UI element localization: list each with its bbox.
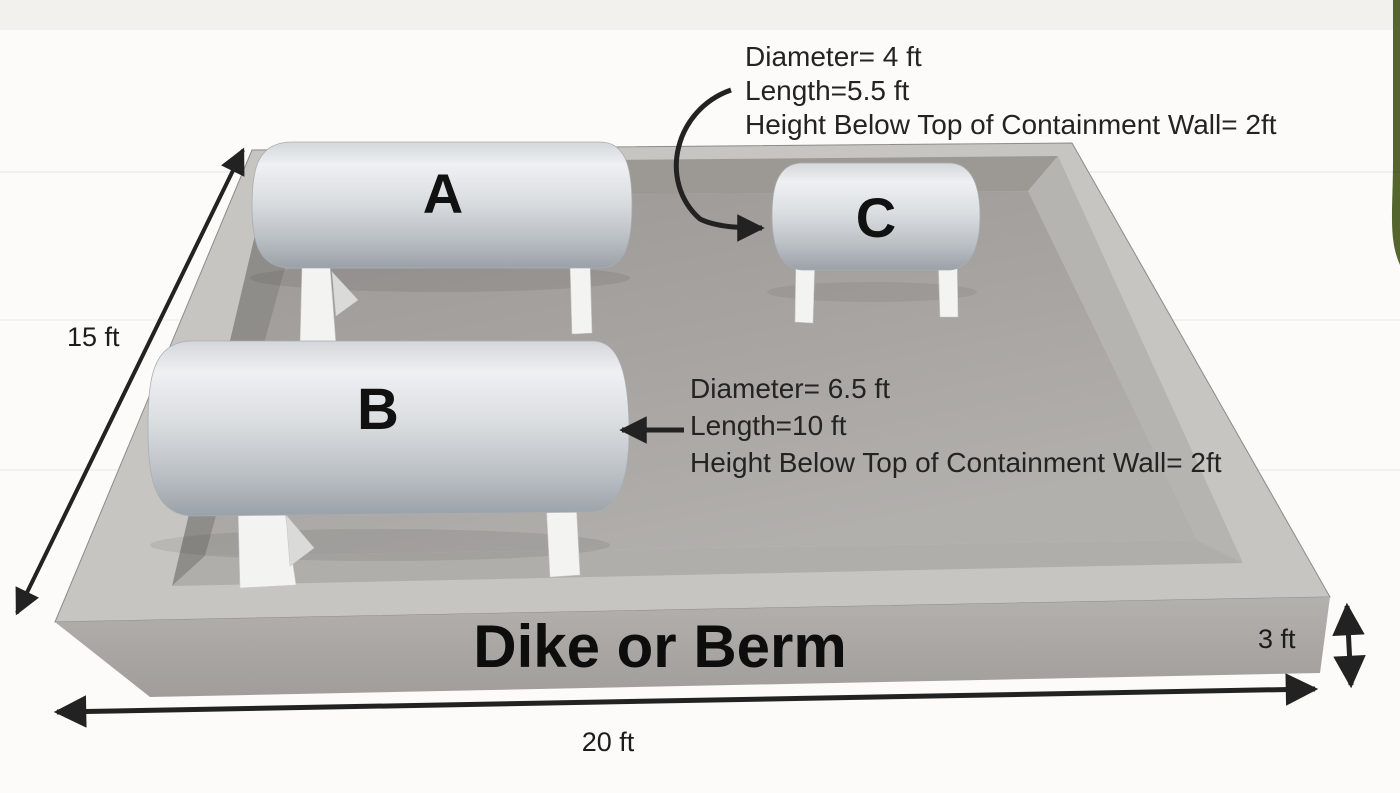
depth-dimension-arrow	[15, 147, 245, 616]
tank-a-body	[251, 141, 633, 269]
tank-b-legs	[237, 499, 581, 589]
page-top-band	[0, 0, 1400, 30]
dike-berm-label: Dike or Berm	[473, 613, 847, 680]
berm-right-inner-wall	[1028, 156, 1243, 563]
tank-c-body	[771, 162, 981, 271]
width-label: 20 ft	[581, 727, 635, 757]
tank-c-annotation-height: Height Below Top of Containment Wall= 2f…	[745, 109, 1277, 140]
tank-b-annotation-length: Length=10 ft	[690, 410, 847, 441]
tank-b-annotation: Diameter= 6.5 ft Length=10 ft Height Bel…	[690, 370, 1222, 481]
berm-front-inner-wall	[172, 540, 1243, 586]
tank-c-label: C	[855, 186, 897, 249]
tank-c-annotation-length: Length=5.5 ft	[745, 75, 910, 106]
page-edge-green-accent	[1391, 0, 1400, 265]
tank-c-pointer-arrow	[673, 87, 765, 242]
tank-b-annotation-height: Height Below Top of Containment Wall= 2f…	[690, 447, 1222, 478]
wall-height-dimension-arrow	[1332, 602, 1366, 689]
depth-label: 15 ft	[67, 322, 120, 352]
tank-b-label: B	[357, 377, 399, 442]
wall-height-label: 3 ft	[1258, 624, 1296, 654]
berm-front-face	[55, 597, 1330, 697]
tank-c-annotation-diameter: Diameter= 4 ft	[745, 41, 922, 72]
tank-a-label: A	[422, 162, 464, 225]
tank-c-annotation: Diameter= 4 ft Length=5.5 ft Height Belo…	[745, 40, 1277, 142]
width-dimension-arrow	[53, 673, 1319, 728]
tank-b-annotation-diameter: Diameter= 6.5 ft	[690, 373, 890, 404]
